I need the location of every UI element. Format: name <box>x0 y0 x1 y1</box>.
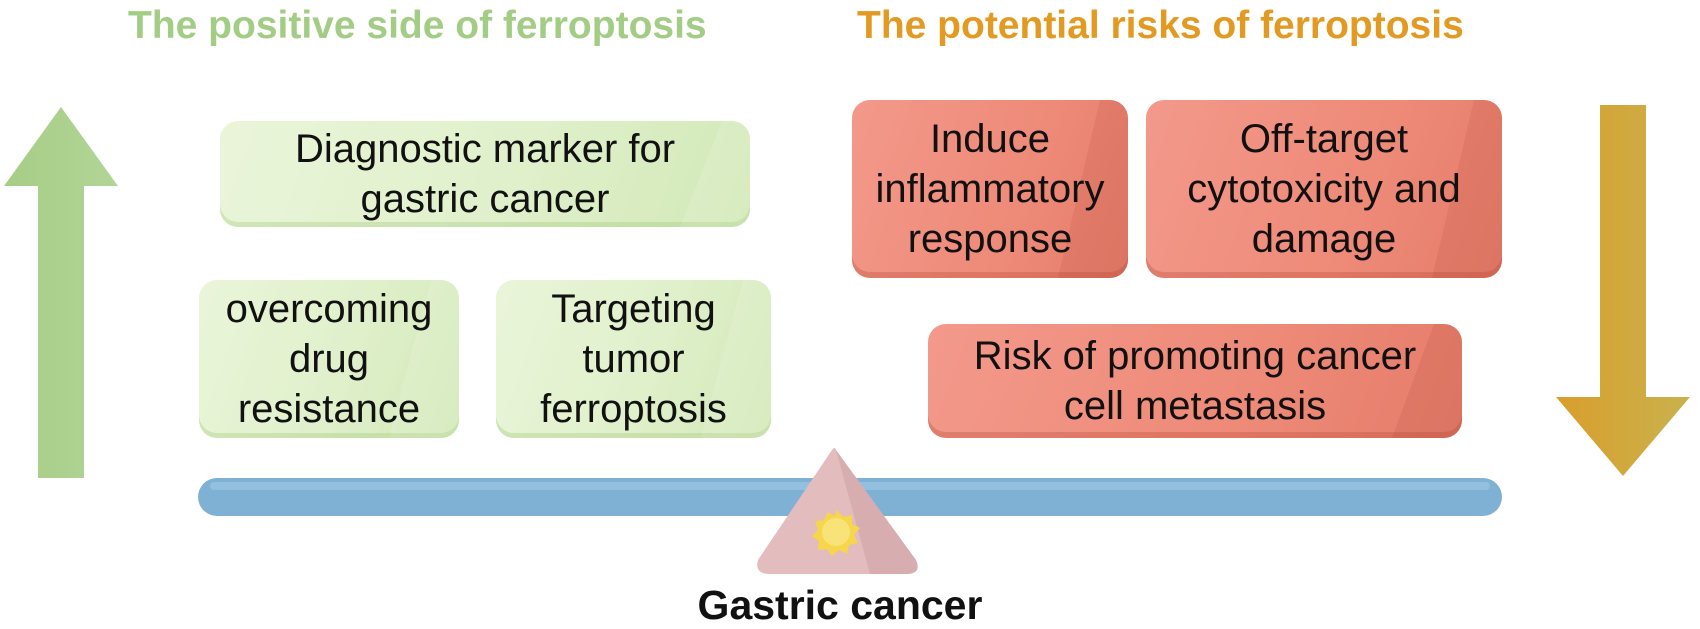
box-line: cytotoxicity and <box>1187 167 1461 211</box>
box-line: ferroptosis <box>540 387 727 431</box>
positive-box-drug-resistance: overcoming drug resistance <box>199 280 459 438</box>
box-line: Diagnostic marker for <box>294 127 676 171</box>
positive-box-diagnostic-marker: Diagnostic marker for gastric cancer <box>220 121 750 227</box>
box-line: response <box>907 217 1073 261</box>
risks-heading: The potential risks of ferroptosis <box>857 4 1464 47</box>
box-line: cell metastasis <box>1063 384 1327 428</box>
positive-box-targeting-ferroptosis: Targeting tumor ferroptosis <box>496 280 771 438</box>
box-line: Targeting <box>551 287 716 331</box>
box-line: tumor <box>582 337 685 381</box>
arrow-up-icon <box>4 107 118 478</box>
arrow-down-icon <box>1556 105 1690 476</box>
box-line: Risk of promoting cancer <box>973 334 1417 378</box>
box-line: drug <box>288 337 370 381</box>
risk-box-metastasis: Risk of promoting cancer cell metastasis <box>928 324 1462 438</box>
box-line: damage <box>1251 217 1397 261</box>
box-line: resistance <box>237 387 421 431</box>
fulcrum-label: Gastric cancer <box>697 582 983 628</box>
risk-box-inflammatory-response: Induce inflammatory response <box>852 100 1128 278</box>
box-line: inflammatory <box>875 167 1105 211</box>
box-line: Induce <box>929 117 1051 161</box>
box-line: gastric cancer <box>360 177 610 221</box>
positive-side-heading: The positive side of ferroptosis <box>128 4 707 47</box>
sun-icon <box>812 510 860 556</box>
box-line: overcoming <box>225 287 433 331</box>
box-line: Off-target <box>1239 117 1409 161</box>
risk-box-off-target-cytotoxicity: Off-target cytotoxicity and damage <box>1146 100 1502 278</box>
